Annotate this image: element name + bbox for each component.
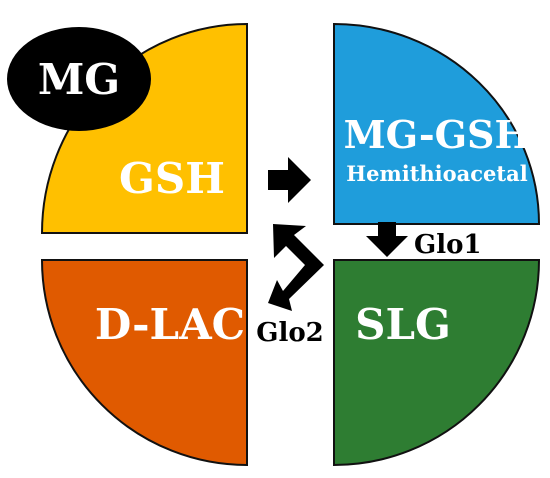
slg-label: SLG <box>355 300 451 349</box>
quadrant-slg <box>333 259 541 467</box>
arrow-right-icon <box>268 157 311 203</box>
quadrant-mg-gsh <box>333 22 541 225</box>
arrow-down-icon <box>366 222 408 257</box>
glo2-label: Glo2 <box>256 318 324 348</box>
mg-badge <box>7 27 151 131</box>
mg-gsh-label: MG-GSH <box>344 112 531 157</box>
hemithioacetal-label: Hemithioacetal <box>346 161 527 186</box>
quadrant-d-lac <box>40 259 248 467</box>
cycle-chevron-arrow-icon <box>268 224 324 311</box>
mg-badge-label: MG <box>38 55 120 104</box>
gsh-label: GSH <box>119 154 225 203</box>
d-lac-label: D-LAC <box>95 300 245 349</box>
glo1-label: Glo1 <box>414 230 482 260</box>
